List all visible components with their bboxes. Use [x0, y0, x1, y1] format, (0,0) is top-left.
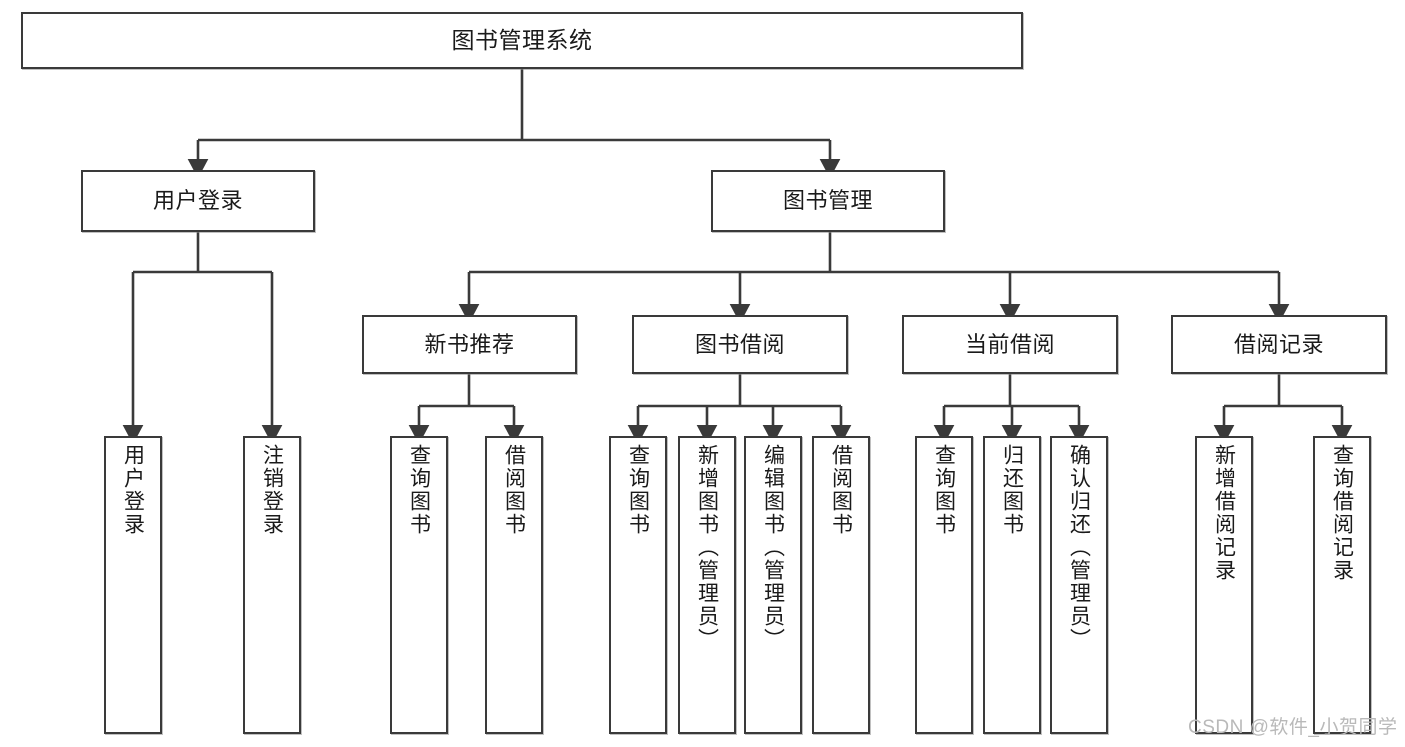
node-leaf-query-record[interactable]: 查询借阅记录: [1313, 436, 1371, 734]
node-current-borrow[interactable]: 当前借阅: [902, 315, 1118, 374]
node-label: 查询借阅记录: [1330, 444, 1354, 582]
node-label: 图书管理系统: [451, 26, 593, 53]
node-label: 用户登录: [152, 188, 243, 214]
node-label: 归还图书: [1000, 444, 1024, 536]
node-leaf-confirm-return[interactable]: 确认归还（管理员）: [1050, 436, 1108, 734]
node-leaf-borrow-book-2[interactable]: 借阅图书: [812, 436, 870, 734]
node-label: 查询图书: [407, 444, 431, 536]
node-label: 当前借阅: [964, 331, 1055, 357]
node-book-manage[interactable]: 图书管理: [711, 170, 945, 232]
node-label: 编辑图书（管理员）: [761, 444, 785, 651]
node-leaf-edit-book[interactable]: 编辑图书（管理员）: [744, 436, 802, 734]
node-leaf-borrow-book-1[interactable]: 借阅图书: [485, 436, 543, 734]
node-label: 图书管理: [782, 188, 873, 214]
node-label: 借阅图书: [829, 444, 853, 536]
node-label: 新书推荐: [424, 331, 515, 357]
node-label: 确认归还（管理员）: [1067, 444, 1091, 651]
node-label: 借阅记录: [1233, 331, 1324, 357]
node-label: 注销登录: [260, 444, 284, 536]
node-label: 图书借阅: [694, 331, 785, 357]
node-leaf-add-book[interactable]: 新增图书（管理员）: [678, 436, 736, 734]
node-label: 用户登录: [121, 444, 145, 536]
node-leaf-query-book-3[interactable]: 查询图书: [915, 436, 973, 734]
node-user-login[interactable]: 用户登录: [81, 170, 315, 232]
node-label: 查询图书: [626, 444, 650, 536]
node-label: 新增图书（管理员）: [695, 444, 719, 651]
node-book-borrow[interactable]: 图书借阅: [632, 315, 848, 374]
node-leaf-return-book[interactable]: 归还图书: [983, 436, 1041, 734]
node-leaf-add-record[interactable]: 新增借阅记录: [1195, 436, 1253, 734]
node-new-book-recommend[interactable]: 新书推荐: [362, 315, 577, 374]
node-leaf-logout-login[interactable]: 注销登录: [243, 436, 301, 734]
node-label: 借阅图书: [502, 444, 526, 536]
node-label: 查询图书: [932, 444, 956, 536]
node-borrow-record[interactable]: 借阅记录: [1171, 315, 1387, 374]
node-label: 新增借阅记录: [1212, 444, 1236, 582]
node-leaf-query-book-2[interactable]: 查询图书: [609, 436, 667, 734]
node-root-system[interactable]: 图书管理系统: [21, 12, 1023, 69]
node-leaf-query-book-1[interactable]: 查询图书: [390, 436, 448, 734]
node-leaf-user-login[interactable]: 用户登录: [104, 436, 162, 734]
csdn-watermark: CSDN @软件_小贺同学: [1188, 717, 1398, 738]
